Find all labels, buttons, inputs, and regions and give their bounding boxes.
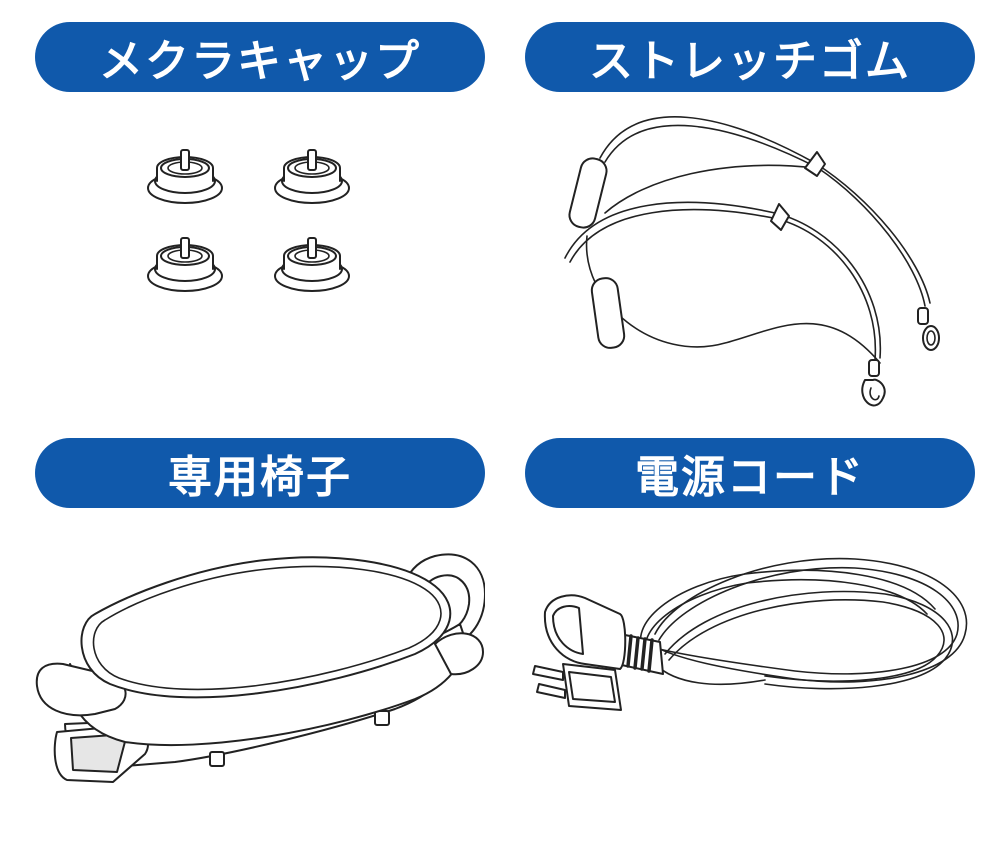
accessory-stretch-cord: ストレッチゴム	[525, 22, 975, 422]
blind-cap-2	[274, 149, 350, 204]
dedicated-chair-illustration-icon	[35, 553, 485, 783]
stretch-cord-label: ストレッチゴム	[525, 22, 975, 92]
dedicated-chair-label: 専用椅子	[35, 438, 485, 508]
blind-cap-label: メクラキャップ	[35, 22, 485, 92]
accessory-blind-cap: メクラキャップ	[35, 22, 485, 422]
accessory-power-cord: 電源コード	[525, 438, 975, 838]
blind-cap-1	[147, 149, 223, 204]
blind-cap-illustration-icon	[147, 149, 350, 292]
power-cord-label: 電源コード	[525, 438, 975, 508]
power-cord-illustration-icon	[532, 557, 968, 711]
blind-cap-3	[147, 237, 223, 292]
blind-cap-4	[274, 237, 350, 292]
accessory-dedicated-chair: 専用椅子	[35, 438, 485, 838]
stretch-cord-illustration-icon	[564, 116, 940, 407]
